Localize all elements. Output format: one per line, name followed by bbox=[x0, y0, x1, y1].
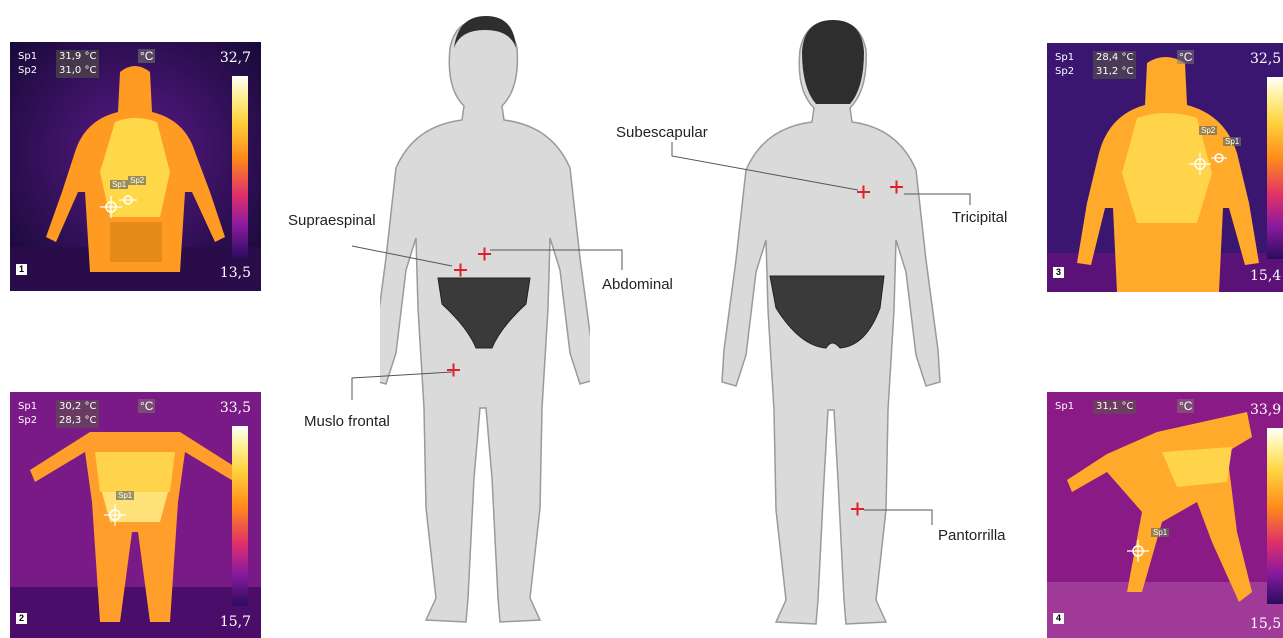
label-pantorrilla: Pantorrilla bbox=[938, 527, 1006, 544]
marker-pantorrilla-icon bbox=[851, 503, 864, 516]
label-abdominal: Abdominal bbox=[602, 276, 673, 293]
label-muslo-frontal: Muslo frontal bbox=[304, 413, 390, 430]
leader-line-supraespinal bbox=[352, 246, 452, 266]
leader-line-muslo bbox=[352, 372, 452, 400]
label-subescapular: Subescapular bbox=[616, 124, 708, 141]
marker-abdominal-icon bbox=[478, 248, 491, 261]
site-markers bbox=[447, 181, 903, 516]
marker-muslo-icon bbox=[447, 364, 460, 377]
marker-tricipital-icon bbox=[890, 181, 903, 194]
leader-line-abdominal bbox=[490, 250, 622, 270]
leader-line-pantorrilla bbox=[864, 510, 932, 525]
label-supraespinal: Supraespinal bbox=[288, 212, 376, 229]
label-tricipital: Tricipital bbox=[952, 209, 1007, 226]
leader-line-subescapular bbox=[672, 142, 858, 190]
marker-subescapular-icon bbox=[857, 186, 870, 199]
leader-line-tricipital bbox=[904, 194, 970, 205]
marker-supraespinal-icon bbox=[454, 264, 467, 277]
